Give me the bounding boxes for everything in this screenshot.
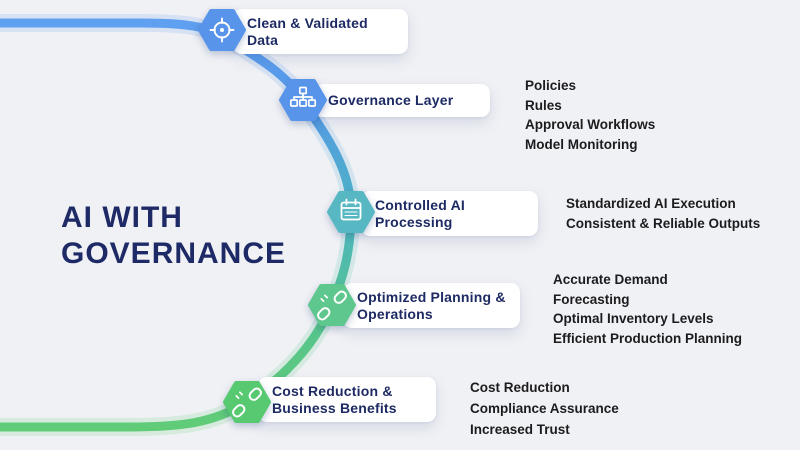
hexagon-shape xyxy=(308,284,356,326)
milestone-card-governance-layer: Governance Layer xyxy=(314,84,490,117)
milestone-label: Controlled AI Processing xyxy=(375,197,465,230)
milestone-hex-cost-reduction xyxy=(223,379,271,425)
page-title: AI WITH GOVERNANCE xyxy=(61,200,286,272)
milestone-card-optimized-planning: Optimized Planning & Operations xyxy=(343,283,520,328)
milestone-label: Clean & Validated Data xyxy=(247,15,368,48)
detail-line: Standardized AI Execution xyxy=(566,196,736,211)
target-icon xyxy=(209,17,235,43)
milestone-details-optimized-planning: Accurate Demand Forecasting Optimal Inve… xyxy=(553,270,742,348)
detail-line: Efficient Production Planning xyxy=(553,330,742,346)
calendar-icon xyxy=(340,198,362,221)
broken-link-icon xyxy=(232,387,262,418)
page-title-line1: AI WITH xyxy=(61,201,183,234)
sitemap-icon xyxy=(289,86,317,107)
detail-line: Accurate Demand xyxy=(553,272,668,287)
milestone-details-controlled-ai-processing: Standardized AI Execution Consistent & R… xyxy=(566,194,760,233)
milestone-label: Optimized Planning & Operations xyxy=(357,289,506,322)
milestone-hex-clean-validated-data xyxy=(198,7,246,53)
detail-line: Cost Reduction xyxy=(470,380,570,395)
hexagon-shape xyxy=(223,381,271,423)
detail-line: Rules xyxy=(525,97,562,113)
milestone-hex-controlled-ai-processing xyxy=(327,189,375,235)
milestone-details-cost-reduction: Cost Reduction Compliance Assurance Incr… xyxy=(470,377,619,440)
milestone-label: Governance Layer xyxy=(328,92,454,109)
milestone-details-governance-layer: Policies Rules Approval Workflows Model … xyxy=(525,76,655,154)
detail-line: Optimal Inventory Levels xyxy=(553,311,714,326)
detail-line: Consistent & Reliable Outputs xyxy=(566,215,761,231)
page-title-line2: GOVERNANCE xyxy=(61,237,287,270)
detail-line: Forecasting xyxy=(553,291,630,307)
detail-line: Approval Workflows xyxy=(525,117,656,132)
milestone-card-controlled-ai-processing: Controlled AI Processing xyxy=(361,191,538,236)
milestone-card-cost-reduction: Cost Reduction & Business Benefits xyxy=(258,377,436,422)
milestone-hex-optimized-planning xyxy=(308,282,356,328)
detail-line: Increased Trust xyxy=(470,422,570,437)
detail-line: Model Monitoring xyxy=(525,136,638,152)
broken-link-icon xyxy=(317,290,347,321)
detail-line: Policies xyxy=(525,78,577,93)
detail-line: Compliance Assurance xyxy=(470,401,619,416)
milestone-card-clean-validated-data: Clean & Validated Data xyxy=(233,9,408,54)
milestone-label: Cost Reduction & Business Benefits xyxy=(272,383,397,416)
milestone-hex-governance-layer xyxy=(279,77,327,123)
